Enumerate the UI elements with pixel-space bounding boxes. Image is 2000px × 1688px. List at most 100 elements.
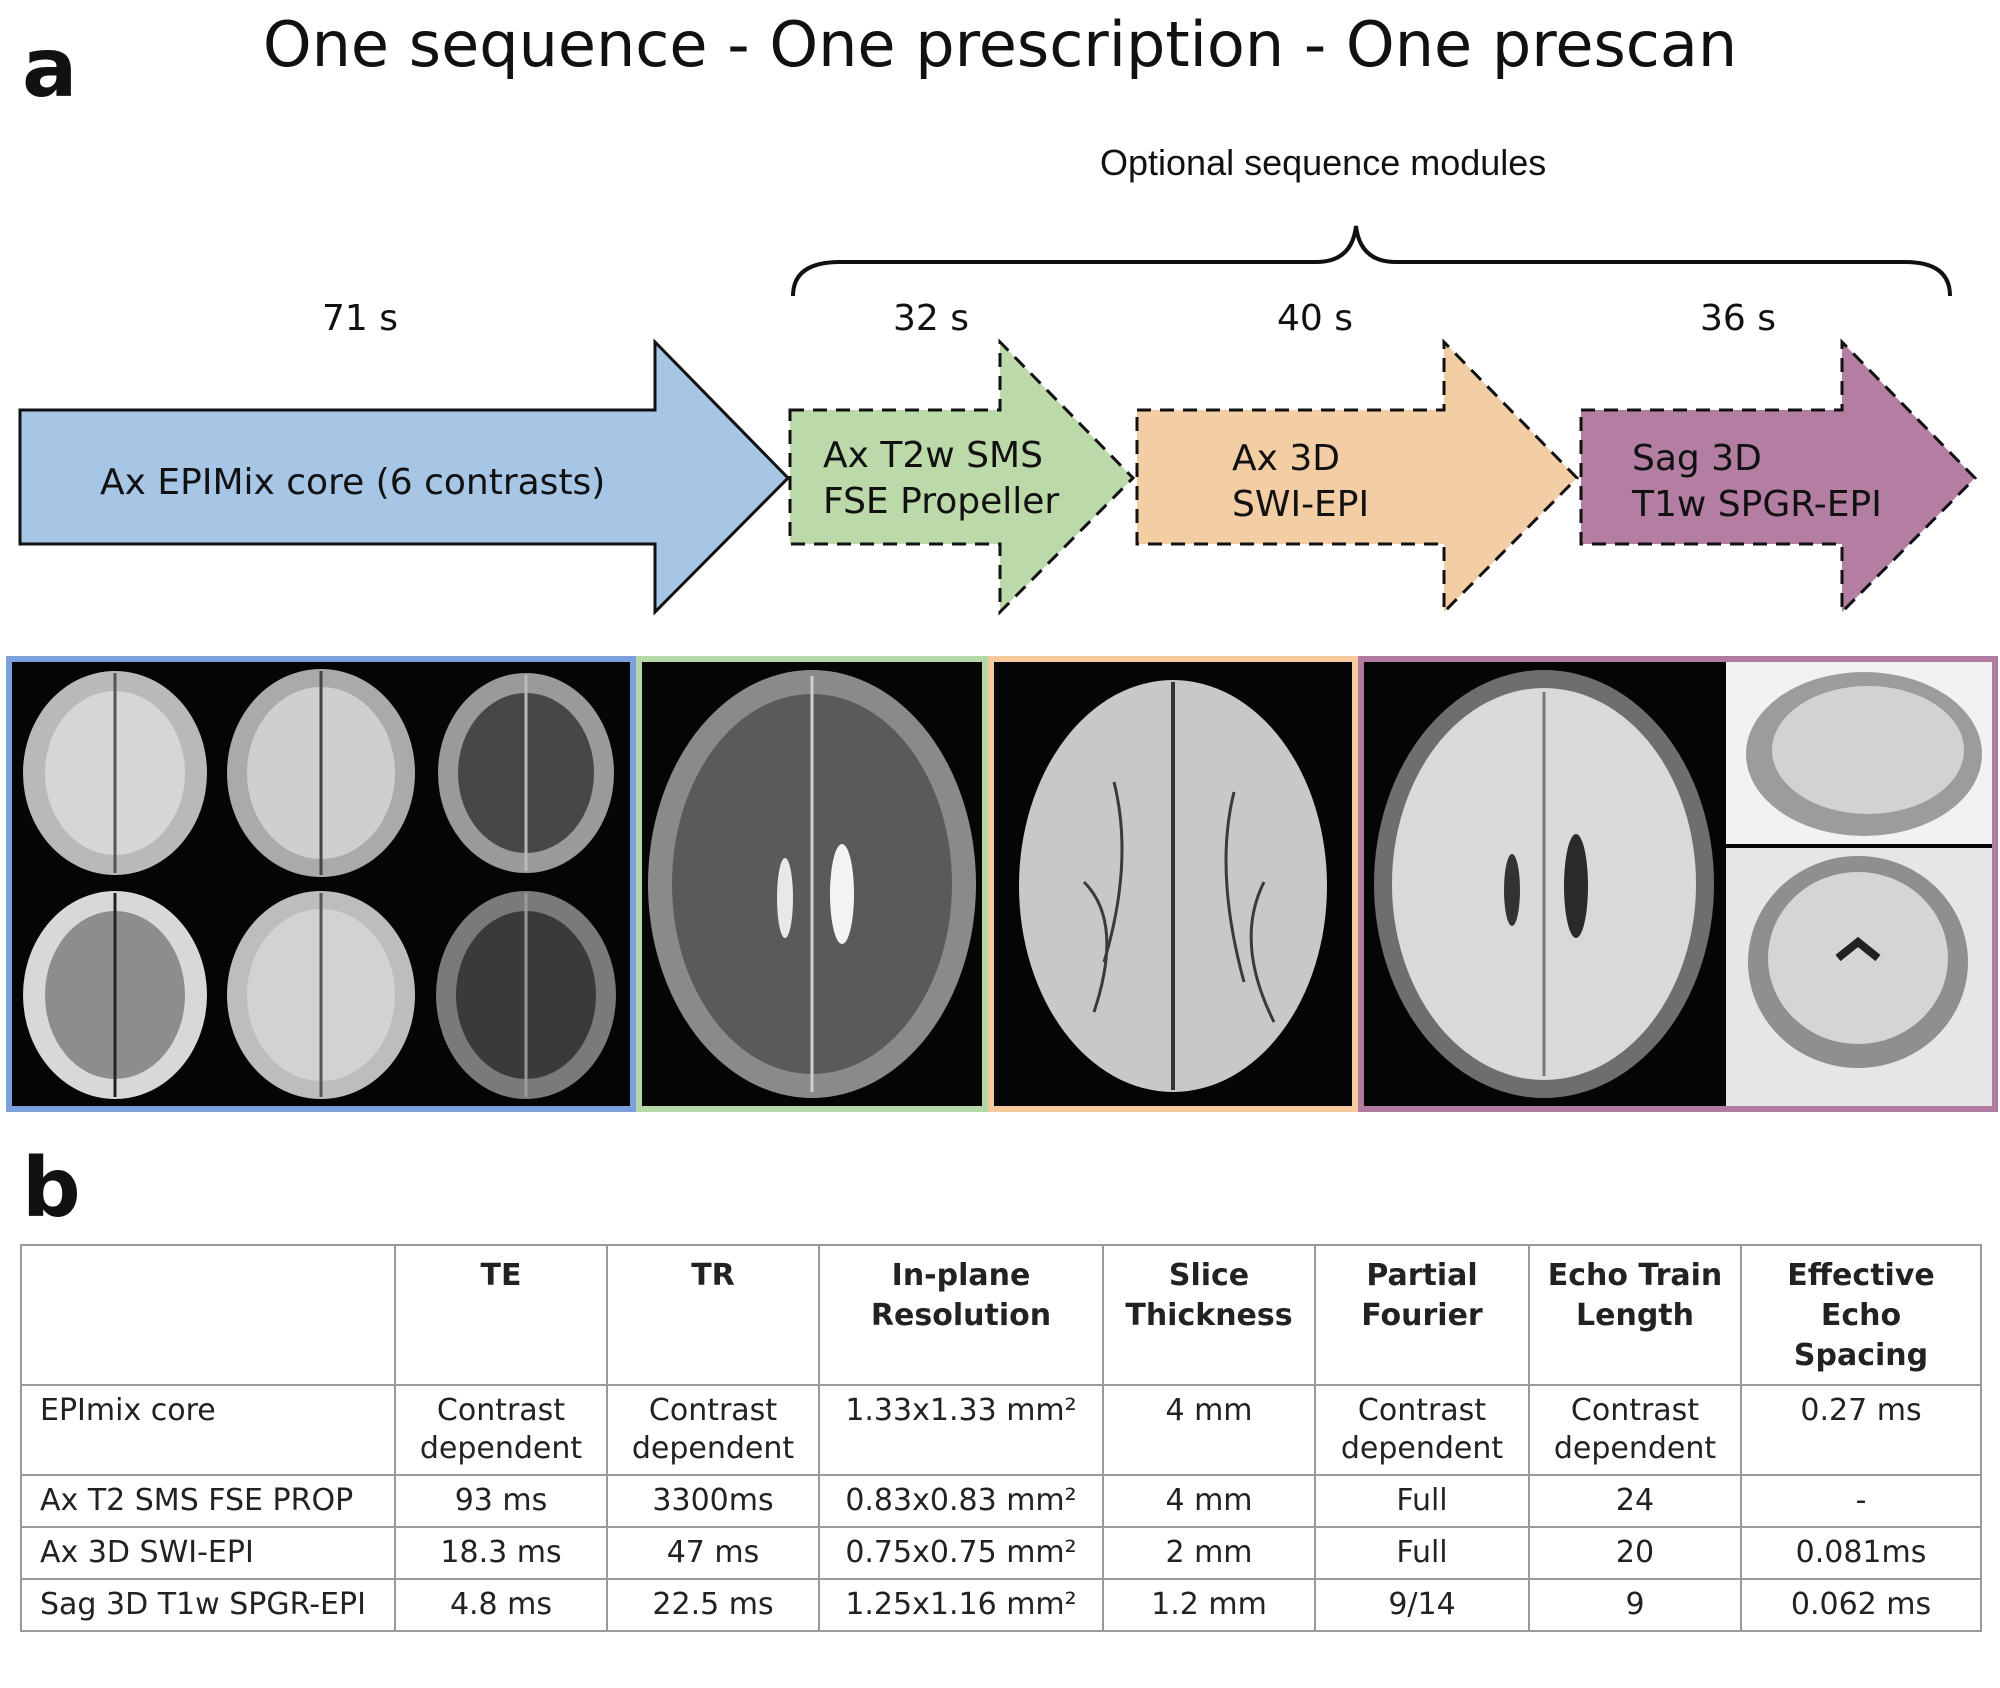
row-header: EPImix core (20, 1384, 396, 1476)
table-cell: 9/14 (1314, 1578, 1530, 1632)
column-header-line: TR (691, 1258, 735, 1293)
table-cell: 47 ms (606, 1526, 820, 1580)
table-cell-line: 3300ms (652, 1483, 774, 1518)
column-header-line: In-plane (891, 1258, 1031, 1293)
brain-slice (227, 669, 415, 877)
table-cell-line: Contrast (436, 1393, 566, 1428)
table-cell-line: dependent (1340, 1431, 1504, 1466)
table-cell-line: 9 (1625, 1587, 1645, 1622)
arrow-swi-epi (1135, 338, 1580, 616)
table-cell: 1.25x1.16 mm² (818, 1578, 1104, 1632)
t1w-spgr-epi-images (1358, 656, 1998, 1112)
table-cell-line: Contrast (1570, 1393, 1700, 1428)
table-cell: 93 ms (394, 1474, 608, 1528)
column-header-line: Effective (1787, 1258, 1935, 1293)
column-header-line: Length (1576, 1298, 1694, 1333)
swi-epi-image (988, 656, 1358, 1112)
table-cell-line: Full (1396, 1483, 1448, 1518)
column-header: TR (606, 1244, 820, 1386)
table-cell-line: dependent (419, 1431, 583, 1466)
table-cell-line: 4 mm (1165, 1393, 1253, 1428)
table-cell-line: 93 ms (454, 1483, 548, 1518)
table-cell-line: Contrast (648, 1393, 778, 1428)
brain-slice (438, 673, 614, 873)
table-cell: 1.33x1.33 mm² (818, 1384, 1104, 1476)
arrow-t1w-spgr-epi (1579, 338, 1978, 616)
brain-slice (648, 670, 976, 1098)
brain-slice (227, 891, 415, 1099)
optional-modules-brace (791, 225, 1952, 297)
table-cell: 4 mm (1102, 1384, 1316, 1476)
arrow-label-t1w-line2: T1w SPGR-EPI (1632, 484, 1882, 525)
table-cell-line: - (1855, 1483, 1867, 1518)
table-cell-line: 1.25x1.16 mm² (845, 1587, 1077, 1622)
table-cell-line: Full (1396, 1535, 1448, 1570)
column-header: TE (394, 1244, 608, 1386)
brain-slice (436, 891, 616, 1099)
column-header-line: TE (480, 1258, 522, 1293)
table-cell: 0.081ms (1740, 1526, 1982, 1580)
table-cell: 0.27 ms (1740, 1384, 1982, 1476)
column-header-line: Resolution (870, 1298, 1052, 1333)
table-cell: 20 (1528, 1526, 1742, 1580)
column-header-line: Echo Train (1547, 1258, 1723, 1293)
table-cell-line: 20 (1615, 1535, 1655, 1570)
table-cell-line: 1.2 mm (1151, 1587, 1267, 1622)
table-cell-line: 22.5 ms (652, 1587, 774, 1622)
table-cell-line: 0.081ms (1795, 1535, 1927, 1570)
table-cell: 4 mm (1102, 1474, 1316, 1528)
column-header-line: Fourier (1361, 1298, 1483, 1333)
arrow-epimix-core (18, 338, 791, 616)
table-cell: Full (1314, 1526, 1530, 1580)
table-cell-line: 2 mm (1165, 1535, 1253, 1570)
brain-slice (1746, 672, 1982, 836)
table-cell: 2 mm (1102, 1526, 1316, 1580)
brain-slice (1748, 856, 1968, 1068)
arrow-label-swi-line2: SWI-EPI (1232, 484, 1370, 525)
optional-modules-label: Optional sequence modules (1100, 142, 1547, 183)
table-cell: 18.3 ms (394, 1526, 608, 1580)
table-cell: - (1740, 1474, 1982, 1528)
table-cell-line: 1.33x1.33 mm² (845, 1393, 1077, 1428)
arrow-label-epimix-core: Ax EPIMix core (6 contrasts) (100, 462, 606, 503)
table-cell: 0.83x0.83 mm² (818, 1474, 1104, 1528)
column-header-line: Thickness (1125, 1298, 1293, 1333)
panel-b-letter: b (22, 1141, 81, 1236)
table-cell: 1.2 mm (1102, 1578, 1316, 1632)
table-cell-line: 0.83x0.83 mm² (845, 1483, 1077, 1518)
table-cell: Full (1314, 1474, 1530, 1528)
t2w-propeller-image (636, 656, 988, 1112)
table-cell: 0.75x0.75 mm² (818, 1526, 1104, 1580)
brain-slice (23, 891, 207, 1099)
column-header-line: Spacing (1793, 1338, 1929, 1373)
brain-slice (23, 671, 207, 875)
column-header-line: Echo (1820, 1298, 1902, 1333)
table-cell-line: 24 (1615, 1483, 1655, 1518)
table-cell: 24 (1528, 1474, 1742, 1528)
table-cell-line: 47 ms (666, 1535, 760, 1570)
arrow-label-swi-line1: Ax 3D (1232, 438, 1340, 479)
table-cell-line: 0.75x0.75 mm² (845, 1535, 1077, 1570)
table-cell-line: dependent (1553, 1431, 1717, 1466)
arrow-label-t2w-line1: Ax T2w SMS (823, 435, 1043, 476)
table-cell: 9 (1528, 1578, 1742, 1632)
epimix-core-images (6, 656, 636, 1112)
arrow-label-t1w-line1: Sag 3D (1632, 438, 1762, 479)
brain-slice (1374, 670, 1714, 1098)
table-cell-line: Contrast (1357, 1393, 1487, 1428)
table-cell: 4.8 ms (394, 1578, 608, 1632)
table-cell: 3300ms (606, 1474, 820, 1528)
duration-t2w-propeller: 32 s (893, 298, 970, 339)
